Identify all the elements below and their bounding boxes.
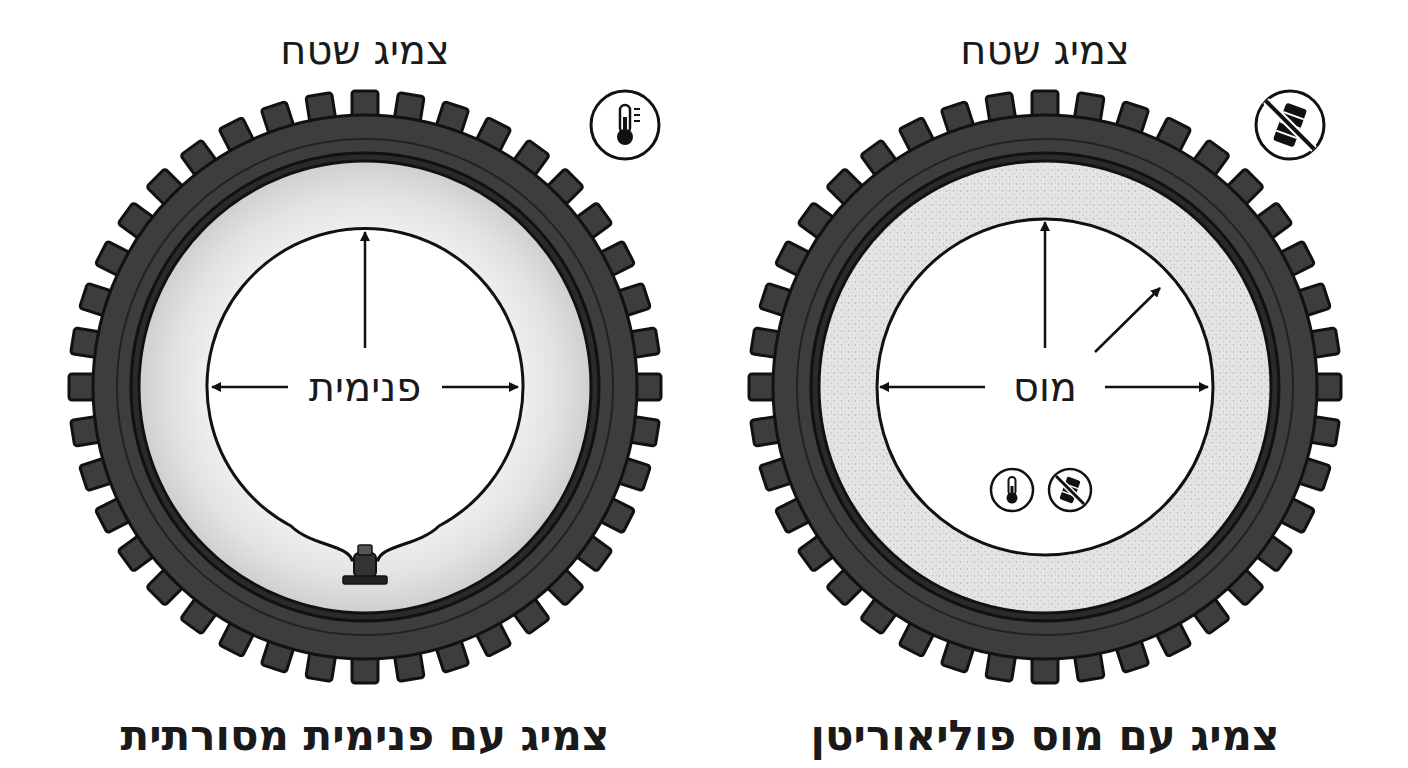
inner-region: פנימית [215, 237, 515, 537]
tire-caption: צמיג עם פנימית מסורתית [121, 711, 610, 760]
inner-region: מוס [885, 227, 1205, 547]
thermometer-icon [991, 469, 1033, 511]
tire-body [773, 115, 1317, 659]
tire-caption: צמיג עם מוס פוליאוריטן [811, 711, 1280, 760]
tread-lugs [69, 91, 661, 683]
no-puncture-icon [1256, 91, 1324, 159]
tire-body [93, 115, 637, 659]
tire-title: צמיג שטח [960, 27, 1129, 73]
tire-group: צמיג שטח צמיג עם מוס פוליאוריטן מוס [735, 0, 1355, 768]
inner-label: פנימית [305, 364, 425, 410]
dimension-arrows [880, 222, 1208, 387]
no-puncture-icon [1049, 469, 1091, 511]
tire-title: צמיג שטח [280, 27, 449, 73]
tire-group: צמיג שטח צמיג עם פנימית מסורתית פנימית [55, 0, 675, 768]
inner-label: מוס [1009, 364, 1081, 410]
tread-lugs [749, 91, 1341, 683]
thermometer-icon [591, 91, 659, 159]
